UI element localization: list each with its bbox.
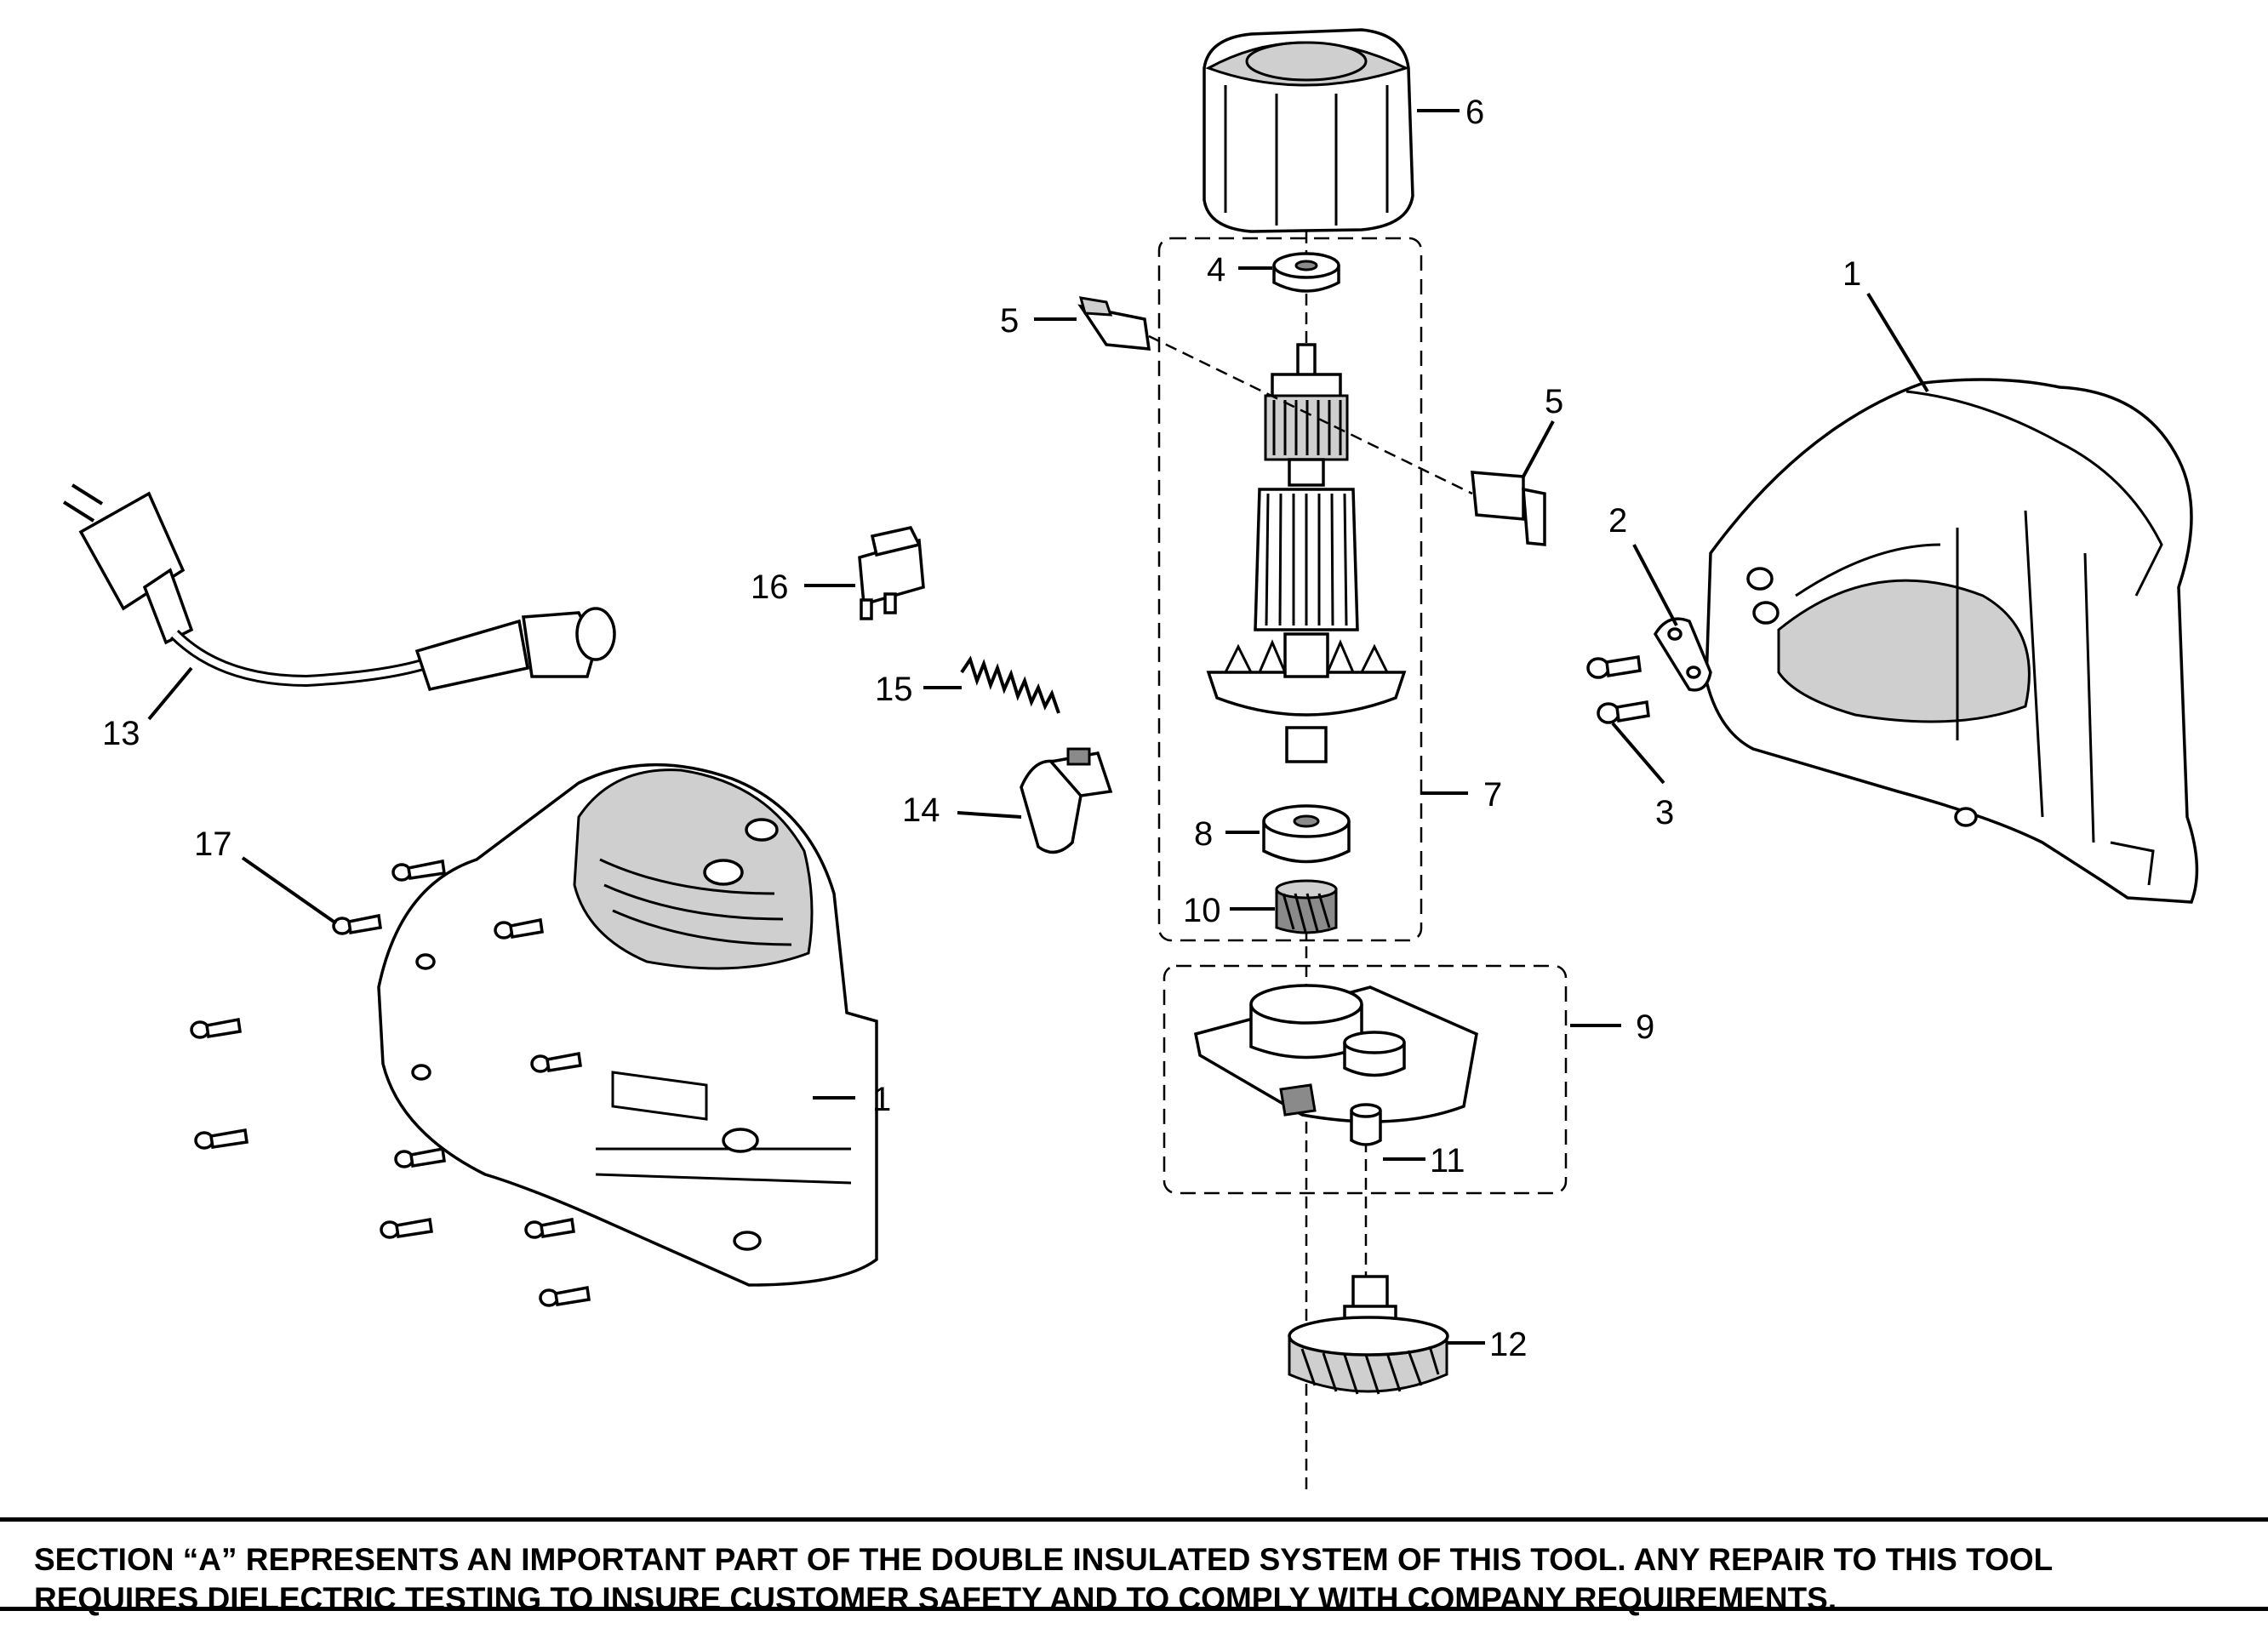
- callout-2: 2: [1608, 502, 1627, 540]
- callout-14: 14: [902, 791, 940, 829]
- screw: [1597, 700, 1650, 724]
- right-brush: [1471, 471, 1546, 546]
- clamp-screws: [1586, 654, 1650, 724]
- screw: [332, 913, 382, 935]
- screw: [524, 1217, 575, 1239]
- gear-plate: [1193, 984, 1478, 1123]
- callout-15: 15: [875, 671, 913, 708]
- callout-3: 3: [1655, 794, 1674, 831]
- screw: [494, 917, 544, 940]
- pinion-gear: [1275, 879, 1338, 934]
- callout-4: 4: [1207, 251, 1225, 288]
- trigger: [1020, 747, 1113, 854]
- callout-9: 9: [1636, 1008, 1654, 1046]
- screw: [190, 1017, 242, 1039]
- field-stator: [1203, 28, 1414, 233]
- spring: [960, 655, 1060, 714]
- callout-16: 16: [751, 568, 789, 606]
- screw: [1586, 654, 1642, 679]
- left-brush: [1077, 296, 1151, 351]
- callout-13: 13: [102, 715, 140, 752]
- cord-clamp: [1653, 617, 1712, 692]
- screw: [380, 1217, 433, 1239]
- left-housing: [377, 763, 878, 1287]
- safety-notice: SECTION “A” REPRESENTS AN IMPORTANT PART…: [0, 1517, 2268, 1616]
- screw: [394, 1146, 446, 1168]
- callout-1-right: 1: [1842, 255, 1861, 293]
- switch: [858, 525, 925, 620]
- bushing: [1350, 1103, 1382, 1146]
- callout-8: 8: [1194, 815, 1213, 853]
- callout-6: 6: [1465, 94, 1484, 131]
- notice-line-2: REQUIRES DIELECTRIC TESTING TO INSURE CU…: [34, 1581, 1837, 1616]
- spindle-gear: [1288, 1275, 1449, 1395]
- callout-1-left: 1: [872, 1081, 891, 1118]
- callout-10: 10: [1183, 892, 1221, 929]
- upper-bearing: [1272, 252, 1340, 293]
- screws: [190, 859, 591, 1307]
- lower-bearing: [1262, 804, 1351, 864]
- callout-5-left: 5: [1000, 302, 1019, 340]
- right-housing: [1705, 378, 2199, 904]
- callout-7: 7: [1483, 776, 1502, 814]
- leader-lines: [147, 109, 1929, 1345]
- screw: [539, 1285, 591, 1307]
- screw: [194, 1128, 249, 1150]
- callout-17: 17: [194, 825, 232, 863]
- callout-5-right: 5: [1545, 383, 1563, 420]
- notice-line-1: SECTION “A” REPRESENTS AN IMPORTANT PART…: [34, 1542, 2054, 1577]
- callout-12: 12: [1489, 1326, 1528, 1363]
- armature: [1206, 343, 1407, 763]
- armature-assembly-box: [1157, 237, 1423, 942]
- screw: [530, 1051, 582, 1073]
- screw: [391, 859, 446, 882]
- callout-11: 11: [1430, 1142, 1465, 1180]
- power-cord: [62, 483, 616, 692]
